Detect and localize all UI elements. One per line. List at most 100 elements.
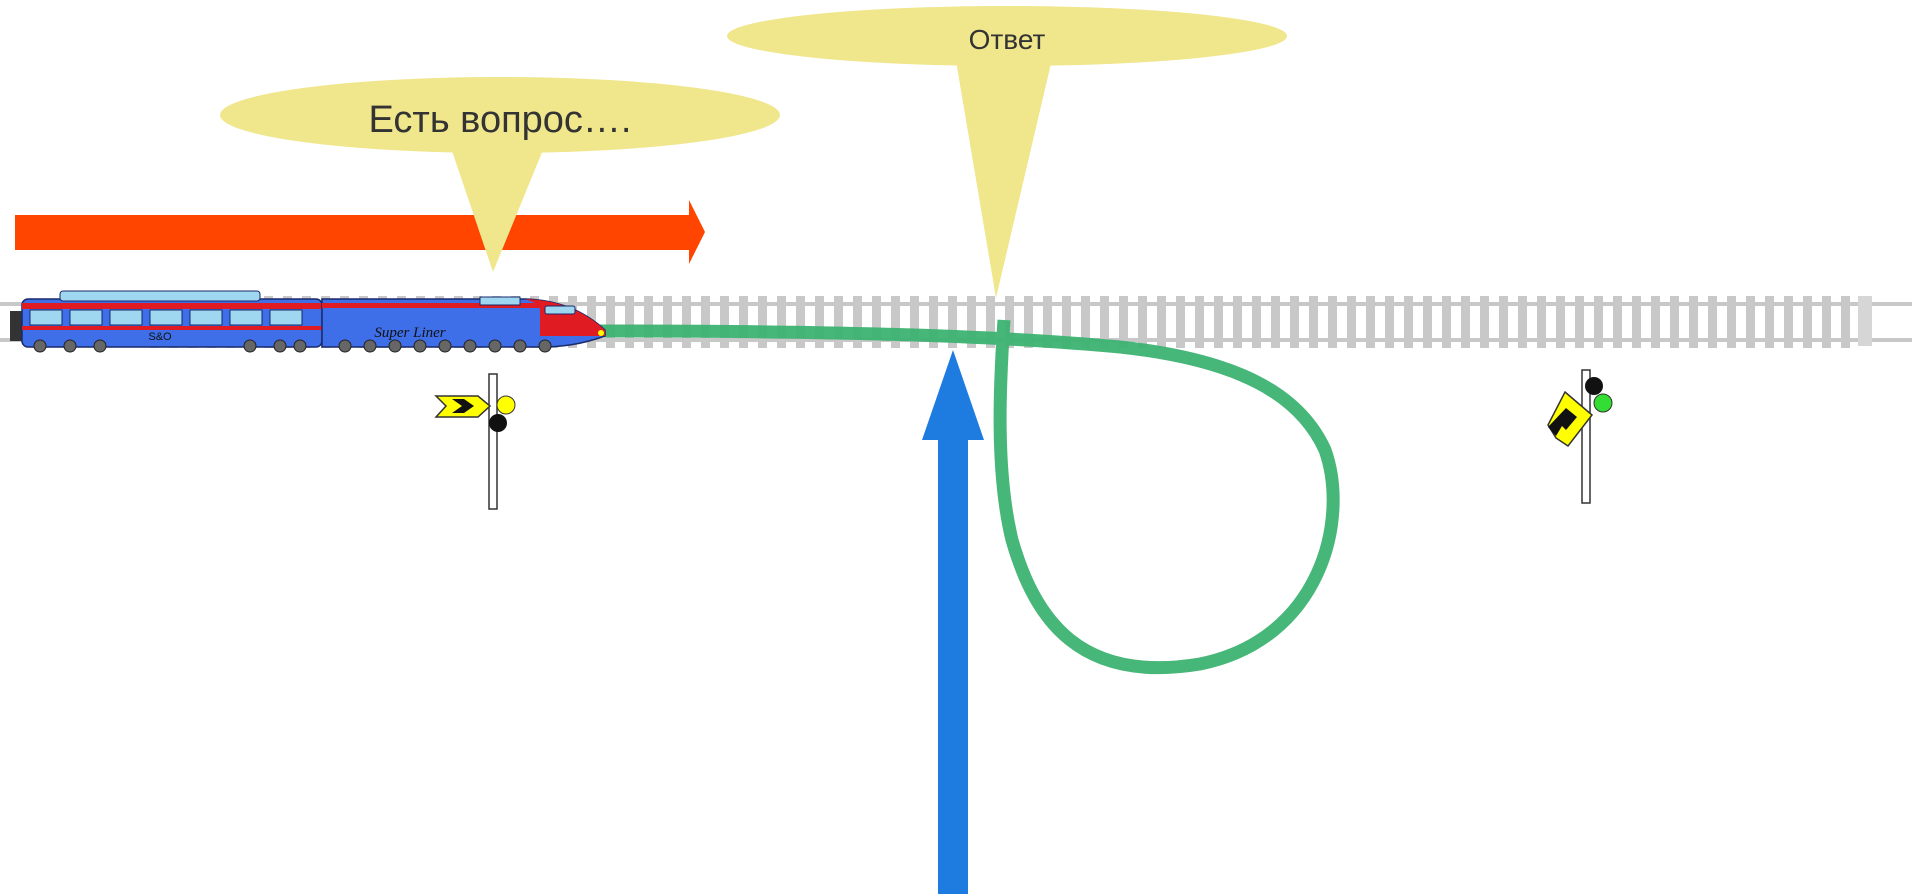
track-tie [1043,296,1052,348]
car-window [69,309,103,326]
wheel [293,339,307,353]
car-window [269,309,303,326]
wheel [363,339,377,353]
track-tie [1784,296,1793,348]
loco-name: Super Liner [374,325,445,341]
track-tie [777,296,786,348]
track-tie [1708,296,1717,348]
track-tie [1841,296,1850,348]
track-tie [663,296,672,348]
track-tie [796,296,805,348]
track-tie [1290,296,1299,348]
track-tie [606,296,615,348]
locomotive: Super Liner [321,296,606,353]
track-tie [1575,296,1584,348]
track-tie [1689,296,1698,348]
wheel [338,339,352,353]
track-tie [1176,296,1185,348]
track-tie [1062,296,1071,348]
track-tie [1081,296,1090,348]
track-tie [1347,296,1356,348]
question-text: Есть вопрос…. [369,99,632,141]
train-icon: S&O Super Liner [10,290,606,353]
track-tie [644,296,653,348]
track-tie [929,296,938,348]
track-tie [1271,296,1280,348]
car-window [189,309,223,326]
track-tie [625,296,634,348]
track-tie [1233,296,1242,348]
track-tie [739,296,748,348]
track-tie [1518,296,1527,348]
track-tie [758,296,767,348]
passenger-car: S&O [10,290,323,353]
red-arrow [15,200,705,264]
track-tie [1442,296,1451,348]
answer-bubble: Ответ [727,6,1287,298]
track-tie [1385,296,1394,348]
track-tie [891,296,900,348]
track-tie [1423,296,1432,348]
track-tie [815,296,824,348]
track-tie [1613,296,1622,348]
track-tie [967,296,976,348]
track-tie [1404,296,1413,348]
track-tie [1499,296,1508,348]
wheel [513,339,527,353]
wheel [438,339,452,353]
track-tie [1024,296,1033,348]
track-tie [872,296,881,348]
track-tie [701,296,710,348]
track-tie [1651,296,1660,348]
track-tie [1822,296,1831,348]
track-tie [948,296,957,348]
wheel [463,339,477,353]
signal-left-icon [434,373,516,510]
track-tie [682,296,691,348]
track-tie [1157,296,1166,348]
track-tie [1803,296,1812,348]
car-window [229,309,263,326]
track-tie [1214,296,1223,348]
track-tie [1461,296,1470,348]
track-tie [1670,296,1679,348]
wheel [243,339,257,353]
track-tie [1537,296,1546,348]
answer-text: Ответ [969,24,1046,55]
track-tie [1480,296,1489,348]
wheel [93,339,107,353]
track-tie [1594,296,1603,348]
track-tie [1195,296,1204,348]
signal-right-icon [1547,369,1613,504]
track-tie [910,296,919,348]
track-tie [1765,296,1774,348]
track-tie [1119,296,1128,348]
track-tie [1366,296,1375,348]
track-tie [1138,296,1147,348]
track-tie [834,296,843,348]
wheel [538,339,552,353]
wheel [273,339,287,353]
car-window [149,309,183,326]
track-tie [986,296,995,348]
track-tie [1252,296,1261,348]
track-tie [1746,296,1755,348]
green-loop-path [599,319,1340,675]
car-window [109,309,143,326]
track-end-bumper [1858,296,1872,346]
wheel [413,339,427,353]
track-tie [1309,296,1318,348]
wheel [488,339,502,353]
track-tie [1328,296,1337,348]
track-tie [720,296,729,348]
car-window [29,309,63,326]
wheel [63,339,77,353]
track-tie [1556,296,1565,348]
track-tie [853,296,862,348]
track-tie [1100,296,1109,348]
track-tie [1632,296,1641,348]
track-tie [1727,296,1736,348]
rail-top [0,302,1912,306]
wheel [33,339,47,353]
question-bubble: Есть вопрос…. [220,77,780,272]
